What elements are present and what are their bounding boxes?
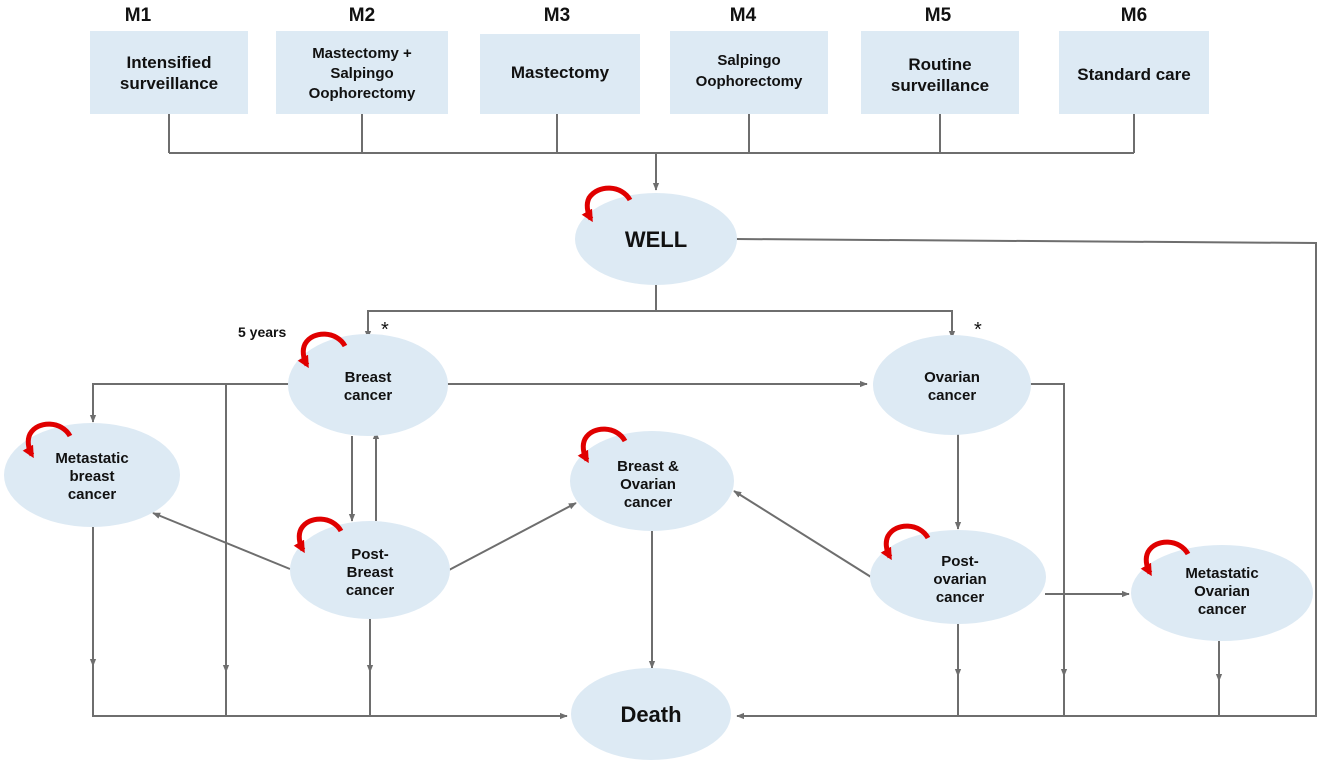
strategy-label-line: Mastectomy (511, 63, 610, 82)
state-breast-ovarian-cancer: Breast & Ovarian cancer (570, 431, 734, 531)
state-well: WELL (575, 193, 737, 285)
state-post-ovarian-cancer: Post- ovarian cancer (870, 530, 1046, 624)
strategy-box (276, 31, 448, 114)
state-ellipse (288, 334, 448, 436)
state-label-line: cancer (624, 494, 673, 511)
strategy-box (670, 31, 828, 114)
edge-breast-to-metastatic-breast (89, 383, 291, 423)
state-ellipse (571, 668, 731, 760)
state-ellipse (575, 193, 737, 285)
strategy-code: M2 (349, 5, 375, 26)
self-loop-breast-cancer-icon (297, 331, 348, 369)
five-years-label: 5 years (238, 324, 286, 340)
state-label-line: Post- (941, 553, 979, 570)
edge-right-bus-drops (957, 676, 1220, 716)
state-label-line: Breast (347, 564, 394, 581)
strategy-label-line: surveillance (120, 74, 218, 93)
state-label-line: WELL (625, 227, 687, 252)
strategy-label-line: Routine (908, 55, 971, 74)
edge-left-bus-to-death (92, 666, 568, 720)
star-marker-breast: * (381, 319, 389, 341)
state-ellipse (290, 521, 450, 619)
strategy-label-line: Oophorectomy (696, 73, 803, 90)
strategy-label-line: Intensified (126, 53, 211, 72)
strategy-box (90, 31, 248, 114)
annotations: 5 years * * (238, 319, 982, 341)
strategy-box (480, 34, 640, 114)
state-label-line: Ovarian (620, 476, 676, 493)
self-loop-post-breast-icon (293, 516, 344, 554)
edge-well-to-death (734, 238, 1317, 720)
strategy-code: M5 (925, 5, 952, 26)
strategy-m6: M6 Standard care (1059, 5, 1209, 114)
nodes: WELL Breast cancer Ovarian cancer Metast… (4, 193, 1313, 760)
state-ellipse (870, 530, 1046, 624)
state-label-line: Breast & (617, 458, 679, 475)
strategy-code: M4 (730, 5, 757, 26)
strategy-label-line: surveillance (891, 76, 989, 95)
strategy-connector (168, 114, 1135, 191)
strategy-m5: M5 Routine surveillance (861, 5, 1019, 114)
state-label-line: Death (620, 702, 681, 727)
strategy-group: M1 Intensified surveillance M2 Mastectom… (90, 5, 1209, 114)
strategy-label-line: Mastectomy + (312, 45, 412, 62)
strategy-label-line: Oophorectomy (309, 85, 416, 102)
strategy-box (1059, 31, 1209, 114)
edge-post-breast-to-breast-ovarian (448, 502, 577, 571)
self-loop-well-icon (581, 185, 633, 223)
strategy-label-line: Standard care (1077, 65, 1190, 84)
edge-well-to-ovarian-cancer (656, 310, 956, 339)
star-marker-ovarian: * (974, 319, 982, 341)
state-ellipse (570, 431, 734, 531)
state-label-line: cancer (344, 387, 393, 404)
state-label-line: cancer (928, 387, 977, 404)
strategy-m1: M1 Intensified surveillance (90, 5, 248, 114)
self-loop-metastatic-breast-icon (22, 421, 73, 459)
edge-post-breast-to-metastatic-breast (152, 512, 291, 570)
edge-left-bus-drops (225, 672, 371, 716)
state-ellipse (4, 423, 180, 527)
self-loops (22, 185, 1191, 577)
state-label-line: ovarian (933, 571, 986, 588)
state-label-line: Metastatic (1185, 565, 1258, 582)
state-label-line: Ovarian (924, 369, 980, 386)
state-death: Death (571, 668, 731, 760)
state-label-line: Ovarian (1194, 583, 1250, 600)
state-label-line: Breast (345, 369, 392, 386)
state-ovarian-cancer: Ovarian cancer (873, 335, 1031, 435)
edges (89, 238, 1317, 720)
strategy-code: M3 (544, 5, 570, 26)
state-label-line: Post- (351, 546, 389, 563)
strategy-m4: M4 Salpingo Oophorectomy (670, 5, 828, 114)
strategy-code: M1 (125, 5, 152, 26)
strategy-code: M6 (1121, 5, 1147, 26)
state-label-line: Metastatic (55, 450, 128, 467)
edge-well-to-breast-cancer (364, 285, 657, 339)
state-ellipse (873, 335, 1031, 435)
strategy-label-line: Salpingo (330, 65, 393, 82)
state-breast-cancer: Breast cancer (288, 334, 448, 436)
strategy-drop-lines (168, 114, 1135, 153)
strategy-label-line: Salpingo (717, 52, 780, 69)
state-label-line: cancer (1198, 601, 1247, 618)
state-label-line: cancer (346, 582, 395, 599)
self-loop-breast-ovarian-icon (577, 426, 628, 464)
strategy-box (861, 31, 1019, 114)
state-post-breast-cancer: Post- Breast cancer (290, 521, 450, 619)
state-label-line: cancer (936, 589, 985, 606)
state-label-line: breast (69, 468, 114, 485)
state-ellipse (1131, 545, 1313, 641)
state-label-line: cancer (68, 486, 117, 503)
state-metastatic-breast-cancer: Metastatic breast cancer (4, 423, 180, 527)
strategy-m2: M2 Mastectomy + Salpingo Oophorectomy (276, 5, 448, 114)
edge-ovarian-to-death-drop (1029, 383, 1068, 677)
self-loop-post-ovarian-icon (880, 523, 931, 561)
self-loop-metastatic-ovarian-icon (1140, 539, 1191, 577)
edge-post-ovarian-to-breast-ovarian (733, 490, 872, 578)
state-metastatic-ovarian-cancer: Metastatic Ovarian cancer (1131, 545, 1313, 641)
strategy-m3: M3 Mastectomy (480, 5, 640, 114)
